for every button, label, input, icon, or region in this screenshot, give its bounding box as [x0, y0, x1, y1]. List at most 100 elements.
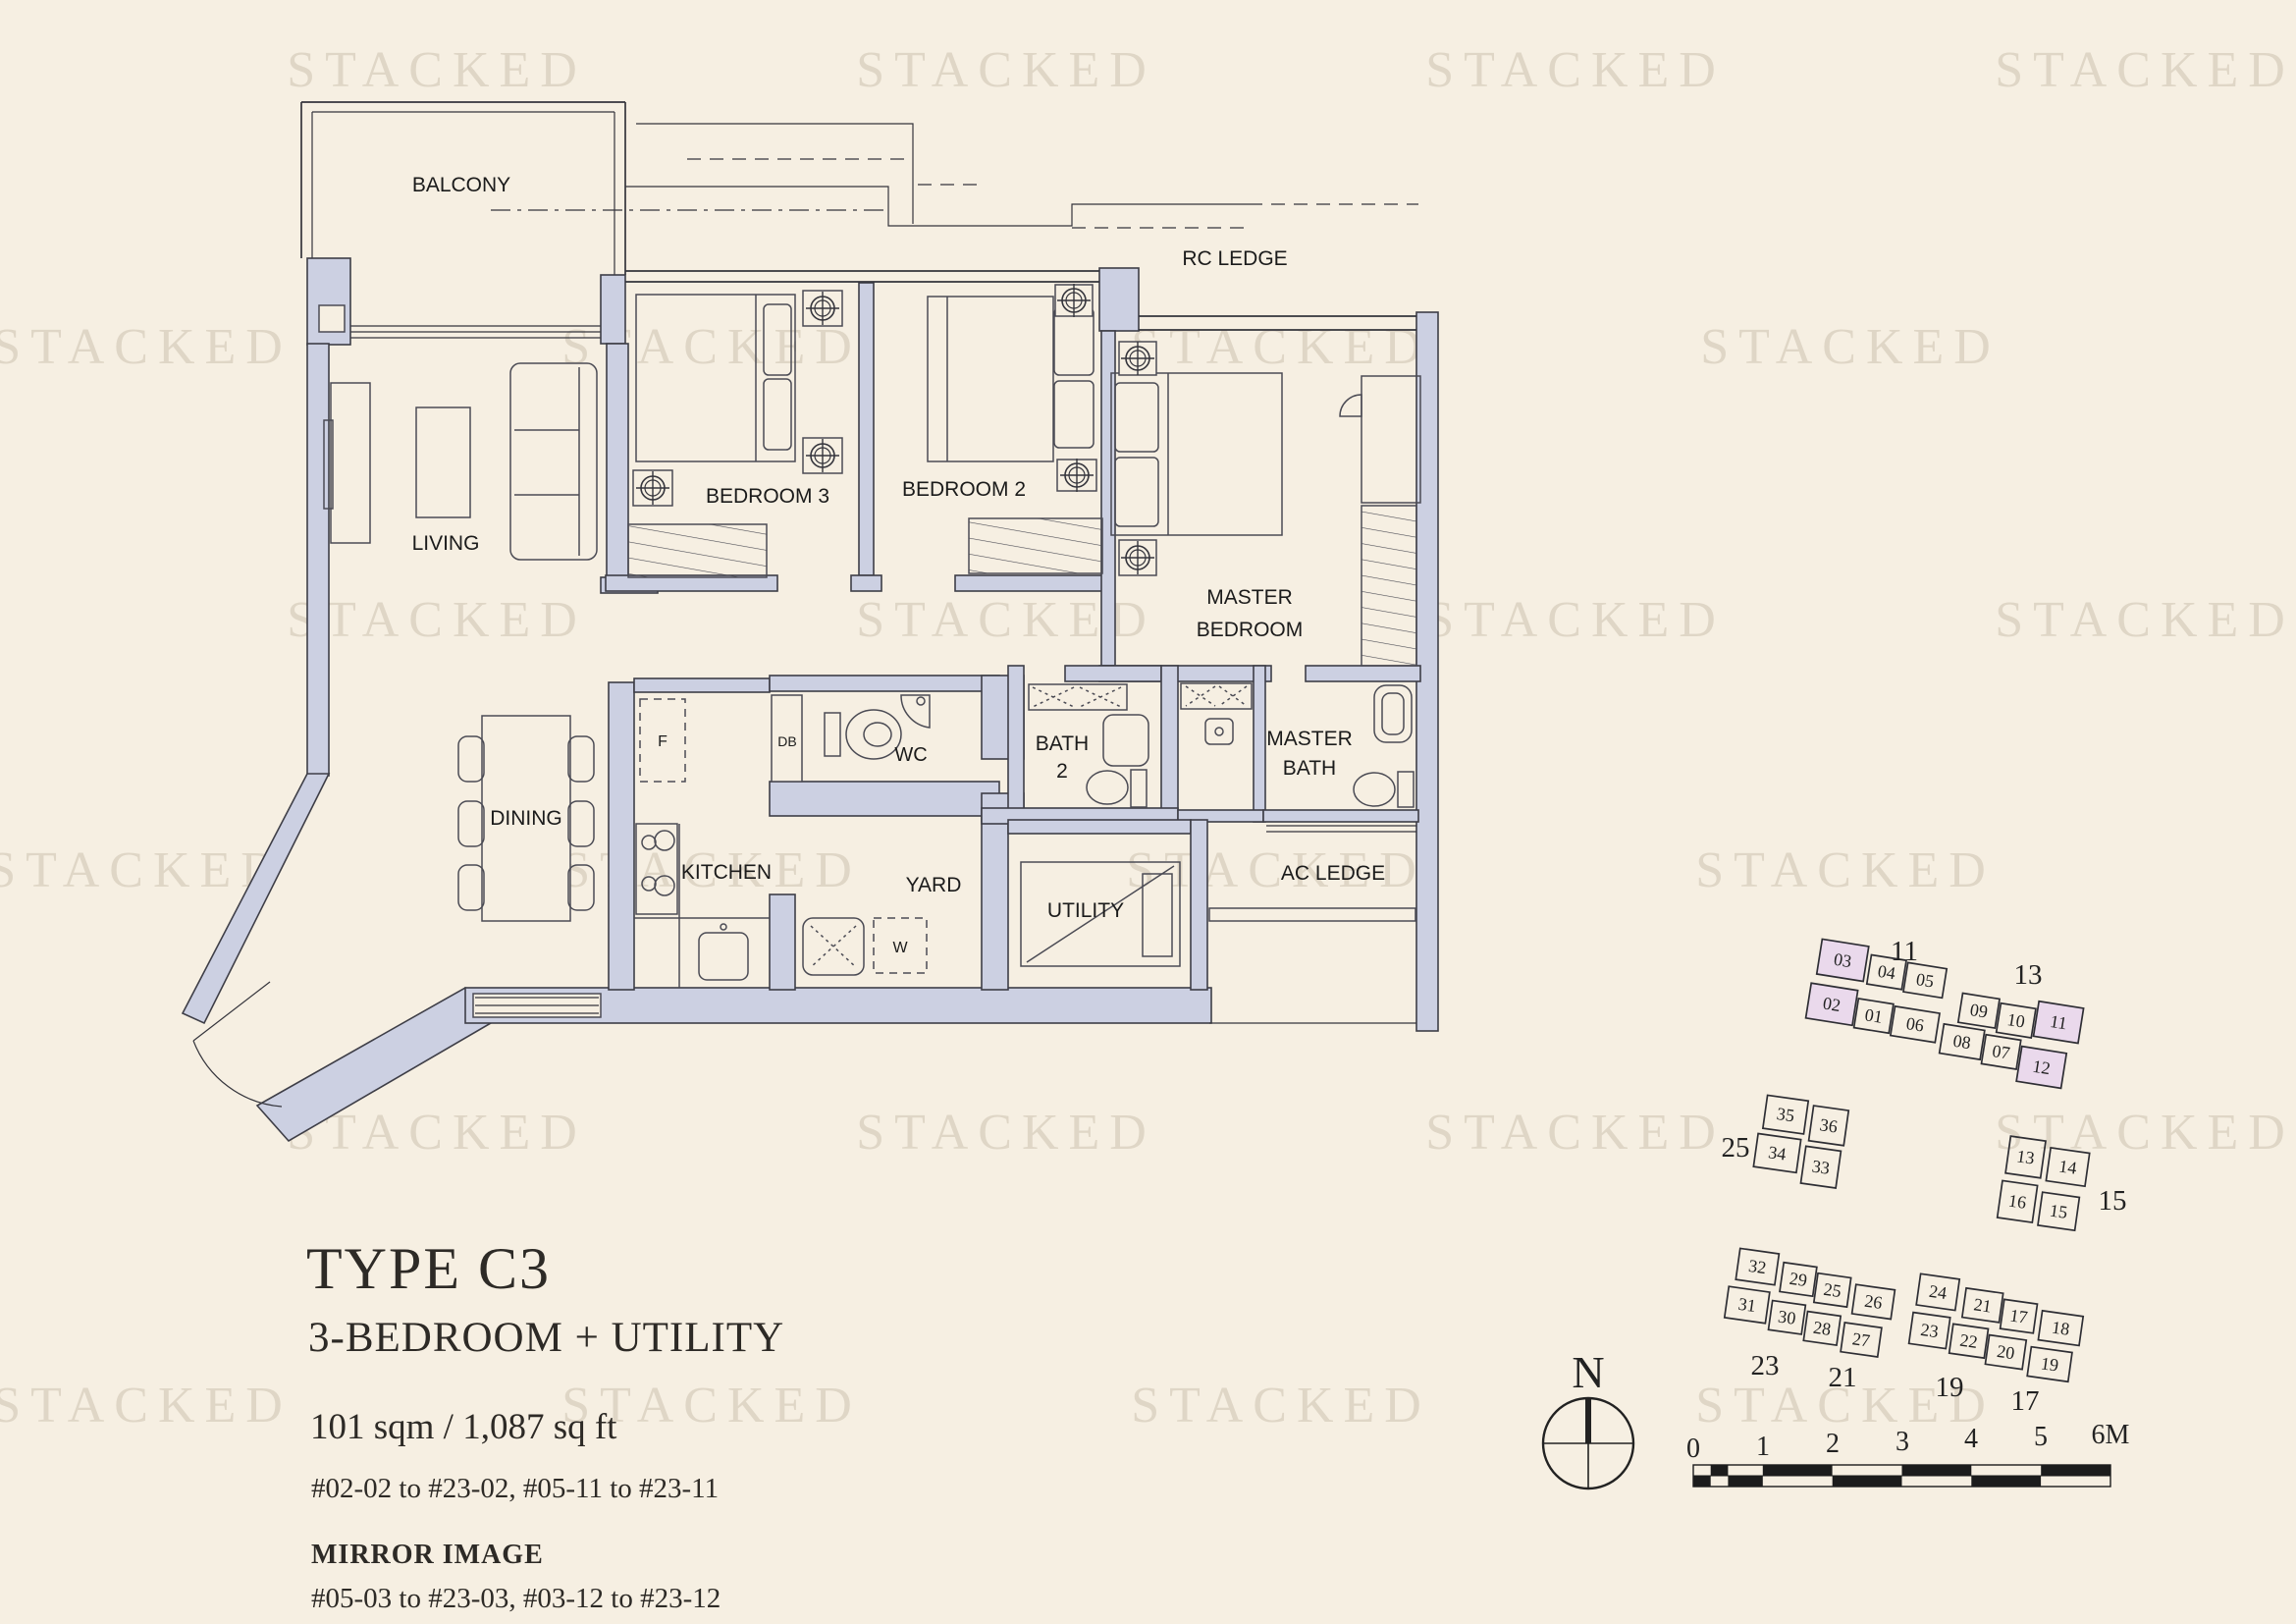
- site-unit-no: 04: [1876, 961, 1896, 984]
- rc-ledge-label: RC LEDGE: [1182, 247, 1287, 270]
- wall-bath2-top: [1064, 665, 1162, 682]
- site-unit: [1761, 1094, 1810, 1135]
- site-unit-no: 25: [1822, 1279, 1842, 1301]
- site-cluster-19-17: 24 21 17 18 23 22 20 19: [1907, 1272, 2085, 1383]
- site-unit: [1807, 1105, 1850, 1147]
- mbath-vanity: [1373, 684, 1413, 743]
- site-unit: [1915, 1272, 1961, 1312]
- site-unit: [1980, 1033, 2022, 1070]
- north-label: N: [1572, 1347, 1604, 1397]
- watermark: STACKED: [1695, 842, 1996, 898]
- stove-burner: [654, 875, 675, 896]
- site-cluster-15: 13 14 16 15: [1996, 1135, 2091, 1232]
- site-unit-no: 36: [1819, 1114, 1840, 1136]
- sofa-cushions: [514, 367, 580, 556]
- bed2: [927, 296, 1054, 462]
- wall-kitchen-dining: [608, 681, 635, 991]
- mbath-label-2: BATH: [1283, 757, 1336, 780]
- scale-tick: 4: [1964, 1424, 1978, 1454]
- site-block-label-11: 11: [1891, 936, 1918, 967]
- scale-bar-segments: [1693, 1465, 2110, 1487]
- kitchen-sink: [698, 932, 749, 981]
- wall-bath2-left: [1007, 665, 1025, 821]
- site-unit: [2037, 1309, 2085, 1347]
- stove-burner: [641, 876, 657, 892]
- site-unit-no: 21: [1972, 1294, 1993, 1316]
- wall-bedroom2-master: [1100, 330, 1116, 667]
- bath2-sink: [1102, 714, 1149, 767]
- bed2-pillow-2: [1053, 380, 1095, 449]
- site-unit-no: 22: [1958, 1330, 1979, 1352]
- watermark: STACKED: [1995, 42, 2295, 98]
- watermark: STACKED: [1995, 592, 2295, 648]
- watermark: STACKED: [561, 1378, 862, 1434]
- bedroom2: BEDROOM 2: [902, 283, 1103, 574]
- site-unit: [1902, 961, 1949, 1000]
- site-unit-no: 14: [2057, 1156, 2078, 1177]
- site-unit: [1984, 1333, 2028, 1371]
- site-unit-no: 16: [2007, 1191, 2028, 1213]
- yard-area: W YARD: [802, 874, 961, 976]
- site-unit: [1995, 1001, 2037, 1039]
- bedroom2-wardrobe: [968, 517, 1103, 574]
- site-unit: [1799, 1145, 1842, 1189]
- watermark: STACKED: [1131, 1378, 1431, 1434]
- site-unit: [1999, 1298, 2039, 1334]
- yard-sink: [802, 917, 865, 976]
- site-unit-no: 29: [1789, 1269, 1809, 1290]
- wall-lobby-mbath: [1253, 665, 1266, 823]
- unit-config-subtitle: 3-BEDROOM + UTILITY: [308, 1315, 785, 1361]
- site-unit: [1802, 1310, 1842, 1347]
- wall-wc-bottom: [769, 781, 1000, 817]
- site-unit-no: 35: [1776, 1104, 1796, 1125]
- site-block-label-25: 25: [1722, 1132, 1750, 1164]
- dining-label: DINING: [490, 807, 562, 830]
- bedroom2-label: BEDROOM 2: [902, 478, 1026, 501]
- kitchen-faucet: [720, 923, 727, 931]
- site-unit: [1960, 1286, 2004, 1324]
- stove: [635, 823, 678, 915]
- site-unit-highlighted: [2015, 1045, 2068, 1090]
- wall-utility-acledge: [1190, 819, 1208, 991]
- site-unit-no: 11: [2049, 1011, 2068, 1033]
- site-cluster-25: 35 36 34 33: [1752, 1094, 1850, 1189]
- rc-ledge-outline: RC LEDGE: [491, 123, 1418, 270]
- site-unit: [1852, 998, 1895, 1035]
- bed3: [635, 294, 796, 462]
- living-label: LIVING: [412, 532, 480, 555]
- site-unit-no: 32: [1747, 1256, 1768, 1277]
- wall-bedroom2-bottom: [954, 574, 1107, 592]
- utility-mattress-pillow: [1142, 873, 1173, 957]
- entry-door: [192, 981, 283, 1108]
- watermark: STACKED: [1700, 319, 2001, 375]
- wc-shower-head: [916, 696, 926, 706]
- watermark: STACKED: [1131, 319, 1431, 375]
- site-unit-no: 12: [2031, 1056, 2052, 1079]
- site-unit-no: 13: [2015, 1146, 2036, 1167]
- site-unit-no: 02: [1822, 994, 1842, 1016]
- site-unit: [1752, 1132, 1802, 1174]
- tv-console: [330, 382, 371, 544]
- watermark: STACKED: [0, 842, 288, 898]
- dining-chair: [457, 864, 485, 911]
- kitchen-label: KITCHEN: [681, 861, 772, 884]
- bedroom3-wardrobe: [627, 523, 768, 578]
- fridge-label: F: [658, 733, 667, 750]
- site-unit-no: 33: [1811, 1157, 1832, 1178]
- watermark: STACKED: [1425, 42, 1726, 98]
- master-wardrobe: [1361, 505, 1417, 667]
- site-unit-no: 34: [1767, 1142, 1788, 1164]
- stove-burner: [641, 835, 657, 850]
- scale-bar: 0 1 2 3 4 5 6M: [1686, 1420, 2130, 1488]
- lobby-basin: [1204, 718, 1234, 745]
- site-block-label-19: 19: [1936, 1372, 1964, 1403]
- wall-utility-top: [1007, 819, 1192, 835]
- site-unit-no: 23: [1919, 1320, 1940, 1341]
- utility-mattress: [1020, 861, 1181, 967]
- watermark-grid: STACKED STACKED STACKED STACKED STACKED …: [0, 42, 2295, 1434]
- dining-chair: [457, 735, 485, 783]
- utility-area: UTILITY AC LEDGE: [1020, 861, 1416, 1024]
- site-unit-no: 09: [1968, 1000, 1989, 1022]
- fridge-box: [639, 698, 686, 783]
